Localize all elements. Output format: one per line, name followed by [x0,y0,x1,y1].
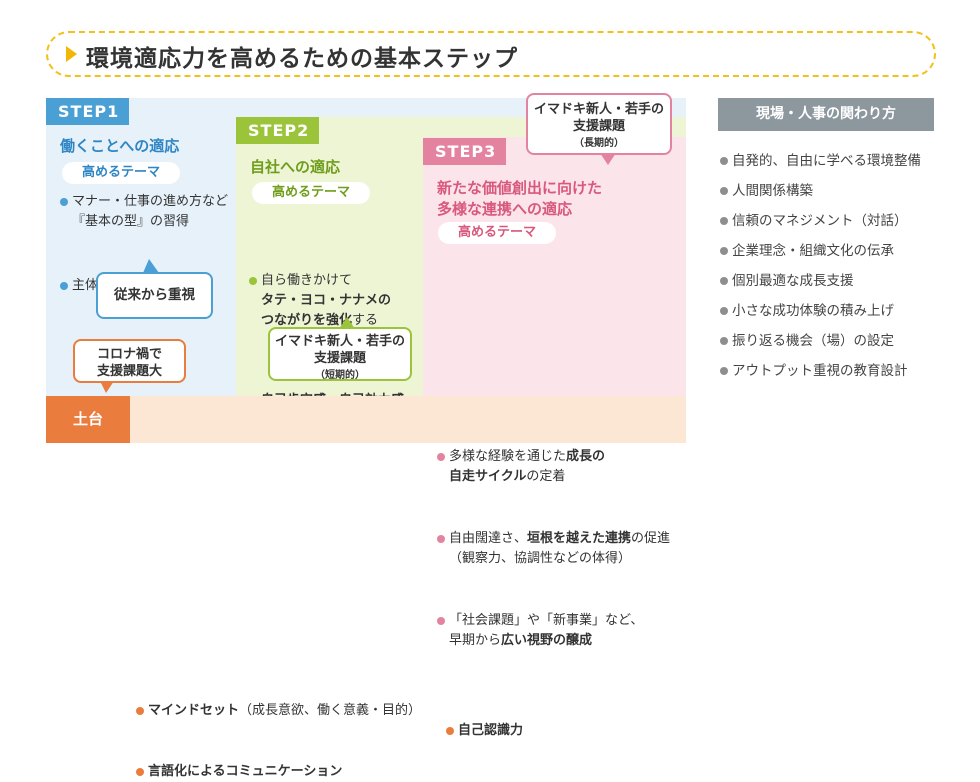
step1-theme-pill: 高めるテーマ [62,162,180,184]
play-arrow-icon [66,46,77,62]
list-item-text: 振り返る機会（場）の設定 [732,333,894,349]
item-line: 言語化によるコミュニケーション [148,764,343,779]
callout-short-term: イマドキ新人・若手の 支援課題 （短期的） [268,327,412,381]
bullet-dot [720,187,728,195]
step2-theme-pill: 高めるテーマ [252,182,370,204]
callout-text: 支援課題 [313,351,366,366]
bullet-dot [720,337,728,345]
step3-heading: 新たな価値創出に向けた 多様な連携への適応 [437,178,602,220]
list-item-text: 人間関係構築 [732,183,813,199]
step1-item-1: マナー・仕事の進め方など 『基本の型』の習得 [60,192,980,232]
callout-text: 支援課題大 [96,364,162,379]
list-item: 信頼のマネジメント（対話） [720,211,921,231]
bullet-dot [720,307,728,315]
callout-tail [600,153,616,165]
bullet-dot [446,727,454,735]
item-line: 自ら働きかけて [261,273,353,288]
foundation-panel [46,396,686,443]
item-line: 自由闊達さ、垣根を越えた連携の促進 [449,531,671,546]
item-line: 多様な経験を通じた成長の [449,449,606,464]
list-item: 人間関係構築 [720,181,921,201]
callout-tail [143,259,159,273]
list-item-text: 企業理念・組織文化の伝承 [732,243,894,259]
list-item: 振り返る機会（場）の設定 [720,331,921,351]
heading-line: 新たな価値創出に向けた [437,179,603,197]
foundation-label: 土台 [46,396,130,443]
foundation-item-1: マインドセット（成長意欲、働く意義・目的） [136,701,980,721]
callout-text: コロナ禍で [96,347,162,362]
callout-note: （長期的） [574,138,624,149]
callout-tail [100,381,114,393]
bullet-dot [60,282,68,290]
step3-item-2: 多様な経験を通じた成長の 自走サイクルの定着 [437,447,980,487]
list-item: 企業理念・組織文化の伝承 [720,241,921,261]
list-item-text: 小さな成功体験の積み上げ [732,303,894,319]
bullet-dot [249,277,257,285]
item-line: （観察力、協調性などの体得） [449,551,632,566]
heading-line: 多様な連携への適応 [437,200,573,218]
callout-tail [339,317,355,329]
list-item: 個別最適な成長支援 [720,271,921,291]
callout-text: 支援課題 [572,119,625,134]
step3-item-4: 「社会課題」や「新事業」など、 早期から広い視野の醸成 [437,611,980,651]
list-item: 自発的、自由に学べる環境整備 [720,151,921,171]
list-item-text: 個別最適な成長支援 [732,273,854,289]
item-line: 『基本の型』の習得 [72,214,190,229]
callout-text: イマドキ新人・若手の [533,102,664,117]
step1-label: STEP1 [46,98,129,125]
bullet-dot [136,768,144,776]
callout-corona: コロナ禍で 支援課題大 [73,339,186,383]
list-item: アウトプット重視の教育設計 [720,361,921,381]
item-line: マナー・仕事の進め方など [72,194,229,209]
bullet-dot [60,198,68,206]
callout-traditional: 従来から重視 [96,272,213,319]
item-line: 「社会課題」や「新事業」など、 [449,613,644,628]
bullet-dot [720,277,728,285]
right-list: 自発的、自由に学べる環境整備 人間関係構築 信頼のマネジメント（対話） 企業理念… [720,151,921,381]
item-line: 自己認識力 [458,723,524,738]
bullet-dot [720,217,728,225]
bullet-dot [720,367,728,375]
item-line: タテ・ヨコ・ナナメの [261,293,392,308]
page-title: 環境適応力を高めるための基本ステップ [86,46,518,72]
step3-theme-pill: 高めるテーマ [438,222,556,244]
item-line: 早期から広い視野の醸成 [449,633,593,648]
bullet-dot [720,247,728,255]
list-item: 小さな成功体験の積み上げ [720,301,921,321]
list-item-text: 自発的、自由に学べる環境整備 [732,153,921,169]
step2-item-1: 自ら働きかけて タテ・ヨコ・ナナメの つながりを強化する [249,271,980,331]
callout-long-term: イマドキ新人・若手の 支援課題 （長期的） [526,93,672,155]
list-item-text: 信頼のマネジメント（対話） [732,213,908,229]
callout-note: （短期的） [315,370,365,381]
bullet-dot [720,157,728,165]
step3-item-3: 自由闊達さ、垣根を越えた連携の促進 （観察力、協調性などの体得） [437,529,980,569]
foundation-item-2: 自己認識力 [446,721,980,741]
step2-heading: 自社への適応 [250,158,341,176]
list-item-text: アウトプット重視の教育設計 [732,363,908,379]
bullet-dot [437,535,445,543]
item-line: マインドセット（成長意欲、働く意義・目的） [148,703,422,718]
bullet-dot [437,453,445,461]
callout-text: イマドキ新人・若手の [274,334,405,349]
item-line: 自走サイクルの定着 [449,469,566,484]
bullet-dot [437,617,445,625]
step2-label: STEP2 [236,117,319,144]
right-header: 現場・人事の関わり方 [718,98,934,131]
item-line: つながりを強化する [261,313,379,328]
step1-heading: 働くことへの適応 [60,137,180,155]
step3-panel [423,137,686,443]
bullet-dot [136,707,144,715]
callout-text: 従来から重視 [114,287,195,303]
foundation-item-3: 言語化によるコミュニケーション [136,762,980,782]
title-banner [46,31,936,77]
step3-label: STEP3 [423,138,506,165]
